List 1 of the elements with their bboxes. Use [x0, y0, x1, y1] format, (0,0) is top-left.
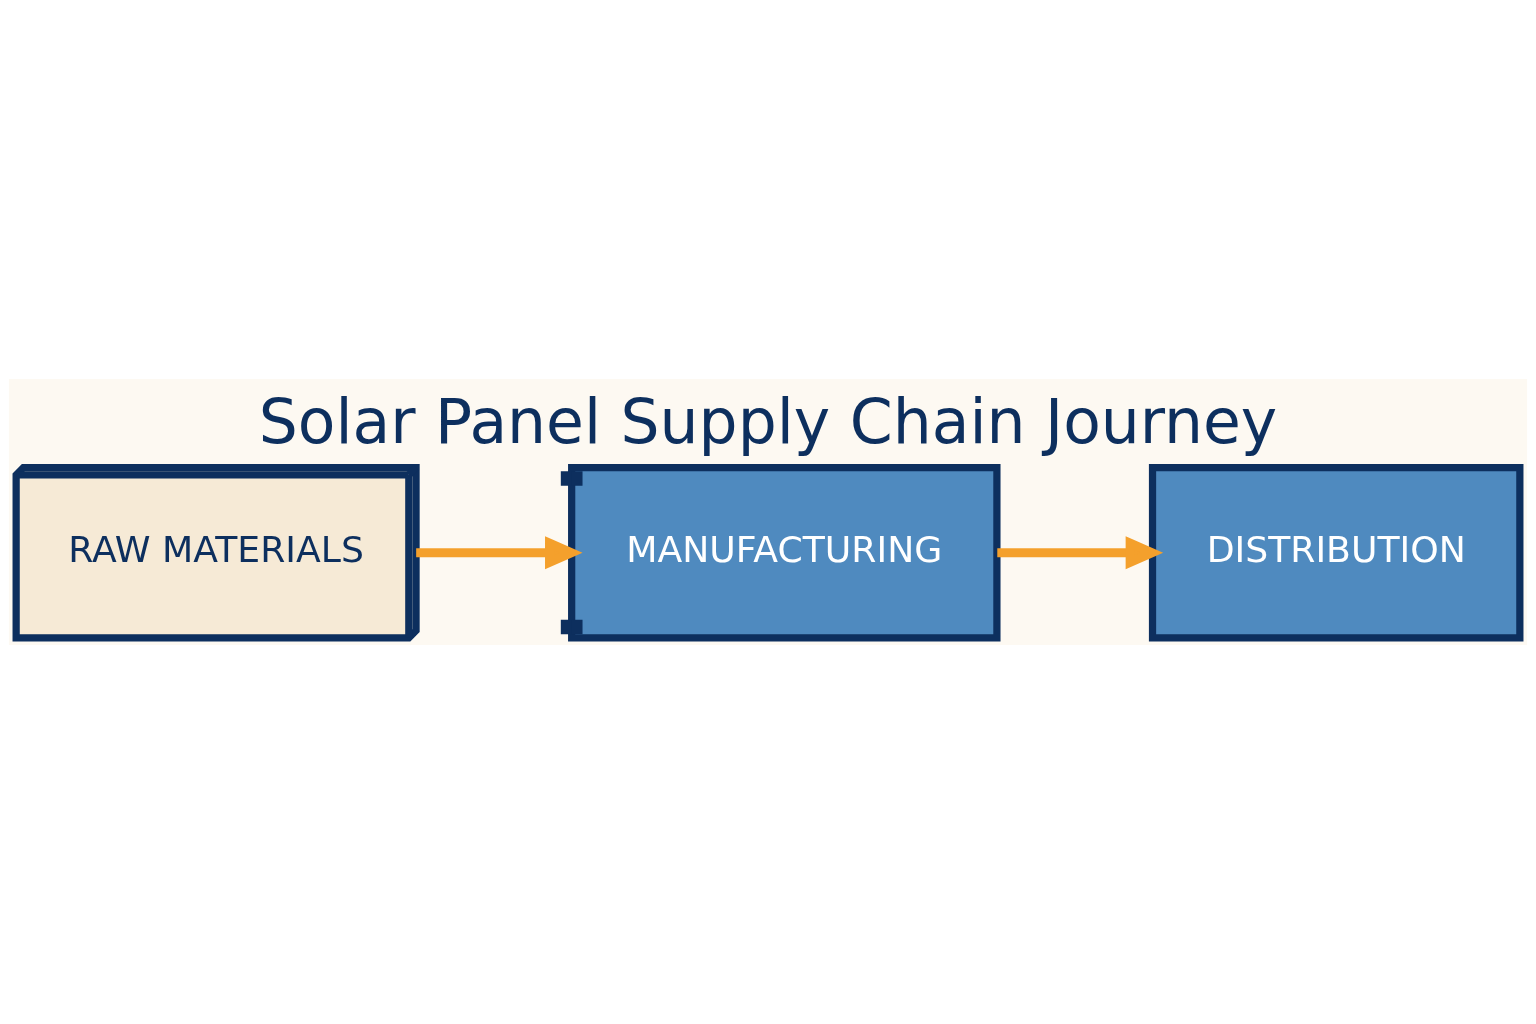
- diagram-title: Solar Panel Supply Chain Journey: [258, 385, 1278, 458]
